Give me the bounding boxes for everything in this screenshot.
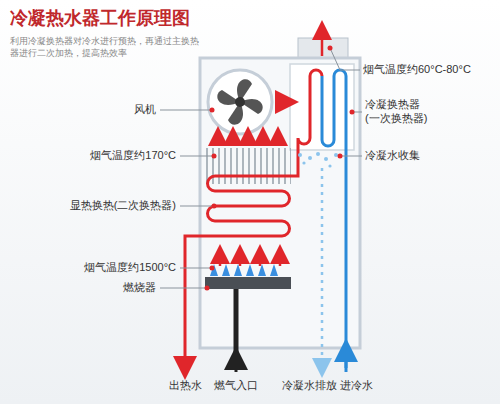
part-label: 冷凝水收集 <box>365 149 420 163</box>
temperature-label: 烟气温度约1500°C <box>84 261 176 275</box>
subtitle-note: 利用冷凝换热器对冷水进行预热，再通过主换热器进行二次加热，提高热效率 <box>10 36 200 59</box>
part-label: 显热换热(二次换热器) <box>70 199 176 213</box>
pipe-label: 燃气入口 <box>214 379 258 393</box>
pipe-label: 出热水 <box>169 379 202 393</box>
part-label: 燃烧器 <box>123 281 156 295</box>
part-label: 冷凝换热器 (一次换热器) <box>365 98 441 126</box>
title: 冷凝热水器工作原理图 <box>10 7 190 30</box>
part-label: 风机 <box>134 103 156 117</box>
pipe-label: 进冷水 <box>340 379 373 393</box>
pipe-label: 冷凝水排放 <box>282 379 337 393</box>
temperature-label: 烟气温度约170°C <box>90 149 176 163</box>
temperature-label: 烟气温度约60°C-80°C <box>363 63 471 77</box>
